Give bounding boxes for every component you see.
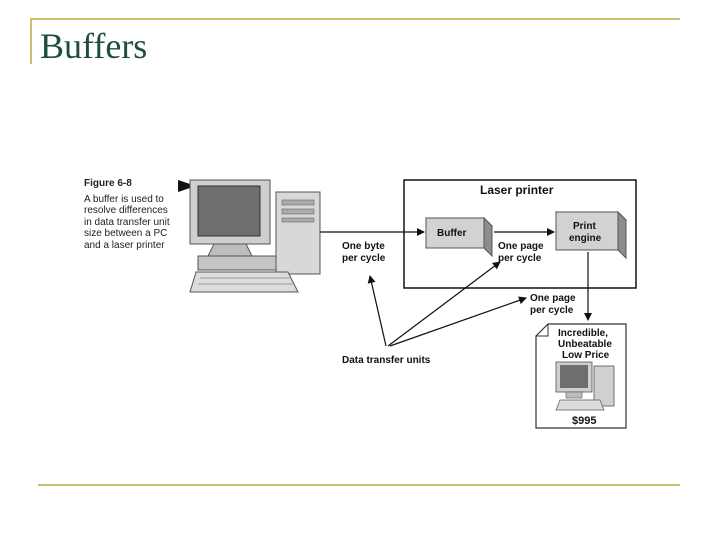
buffer-block — [424, 216, 494, 258]
computer-icon — [189, 179, 321, 293]
mini-computer-icon — [555, 361, 615, 411]
figure-number: Figure 6-8 — [84, 178, 132, 189]
figure-caption-text: A buffer is used to resolve differences … — [84, 193, 170, 251]
figure-caption: Figure 6-8 A buffer is used to resolve d… — [84, 178, 174, 251]
one-page-label-line2: per cycle — [498, 253, 542, 264]
print-engine-label-line1: Print — [573, 221, 596, 232]
one-page-out-label-line2: per cycle — [530, 305, 574, 316]
units-pointer-page — [387, 261, 501, 347]
buffer-label: Buffer — [437, 228, 467, 239]
title-rule-vertical — [30, 18, 32, 64]
ad-line-2: Unbeatable — [558, 339, 612, 350]
laser-printer-label: Laser printer — [480, 183, 554, 197]
slide-title: Buffers — [40, 26, 148, 66]
figure-pointer-icon — [178, 180, 196, 192]
units-pointer-page-out — [389, 296, 527, 347]
one-byte-label-line2: per cycle — [342, 253, 386, 264]
data-transfer-units-label: Data transfer units — [342, 355, 431, 366]
units-pointer-byte — [367, 275, 387, 347]
laser-printer-box — [403, 179, 637, 289]
print-engine-label-line2: engine — [569, 233, 602, 244]
one-page-out-label-line1: One page — [530, 293, 576, 304]
bottom-rule — [38, 484, 680, 486]
ad-line-1: Incredible, — [558, 328, 608, 339]
print-engine-block — [554, 210, 628, 260]
ad-line-3: Low Price — [562, 350, 610, 361]
title-rule-horizontal — [30, 18, 680, 20]
one-page-label-line1: One page — [498, 241, 544, 252]
one-byte-label-line1: One byte — [342, 241, 385, 252]
ad-price: $995 — [572, 415, 596, 427]
